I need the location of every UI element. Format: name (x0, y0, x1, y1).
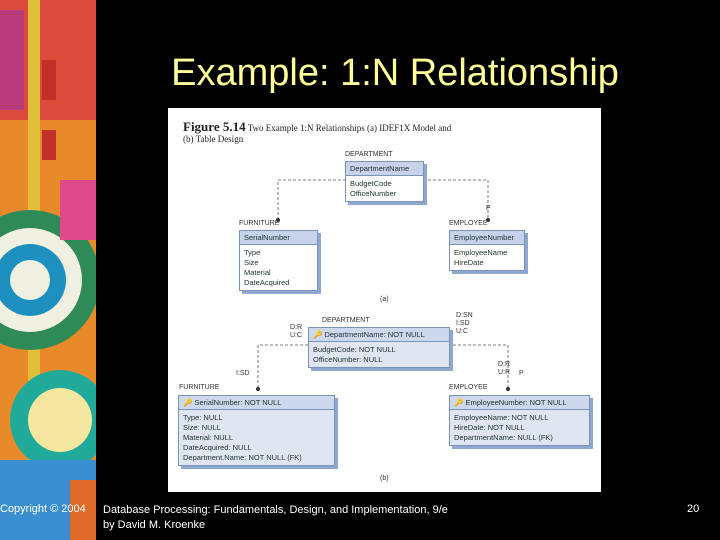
idef-furniture-label: FURNITURE (239, 220, 280, 227)
tb-furniture-attr: Size: NULL (183, 423, 221, 432)
idef-department-key: DepartmentName (346, 162, 423, 176)
tb-employee-attr: DepartmentName: NULL (FK) (454, 433, 553, 442)
tb-department-attr: BudgetCode: NOT NULL (313, 345, 396, 354)
tb-employee-entity: 🔑 EmployeeNumber: NOT NULL EmployeeName:… (449, 395, 590, 446)
tb-employee-attr: HireDate: NOT NULL (454, 423, 525, 432)
tb-department-label: DEPARTMENT (322, 317, 370, 324)
tb-furniture-key-text: SerialNumber: NOT NULL (194, 398, 282, 407)
idef-furniture-attr: Type (244, 248, 261, 257)
tb-p-label: P (519, 370, 524, 377)
idef-furniture-key: SerialNumber (240, 231, 317, 245)
book-citation: Database Processing: Fundamentals, Desig… (103, 503, 448, 533)
tb-employee-attr: EmployeeName: NOT NULL (454, 413, 549, 422)
idef-employee-attr: HireDate (454, 258, 484, 267)
page-number: 20 (687, 503, 700, 515)
figure-caption-line2: (b) Table Design (183, 134, 244, 144)
figure-panel: Figure 5.14 Two Example 1:N Relationship… (168, 108, 601, 492)
figure-number: Figure 5.14 (183, 119, 246, 134)
figure-caption: Figure 5.14 Two Example 1:N Relationship… (183, 119, 452, 145)
tb-department-attr: OfficeNumber: NULL (313, 355, 383, 364)
idef-furniture-attr: Material (244, 268, 271, 277)
idef-furniture-attr: Size (244, 258, 259, 267)
relationship-lines (256, 179, 510, 391)
idef-p-label: P (486, 205, 491, 212)
tb-furniture-key: 🔑 SerialNumber: NOT NULL (179, 396, 334, 410)
tb-furniture-entity: 🔑 SerialNumber: NOT NULL Type: NULL Size… (178, 395, 335, 466)
tb-employee-label: EMPLOYEE (449, 384, 488, 391)
tb-furniture-attr: DateAcquired: NULL (183, 443, 252, 452)
tb-employee-notes: D:R U:R (498, 361, 511, 376)
idef-department-attr: BudgetCode (350, 179, 392, 188)
tb-department-entity: 🔑 DepartmentName: NOT NULL BudgetCode: N… (308, 327, 450, 368)
tb-employee-key-text: EmployeeNumber: NOT NULL (465, 398, 567, 407)
decorative-artwork (0, 0, 96, 540)
idef-furniture-entity: SerialNumber Type Size Material DateAcqu… (239, 230, 318, 291)
idef-employee-key: EmployeeNumber (450, 231, 524, 245)
idef-department-label: DEPARTMENT (345, 151, 393, 158)
tb-department-key-text: DepartmentName: NOT NULL (324, 330, 425, 339)
key-icon: 🔑 (183, 398, 193, 407)
part-a-label: (a) (380, 296, 389, 303)
tb-furniture-attr: Material: NULL (183, 433, 234, 442)
tb-employee-key: 🔑 EmployeeNumber: NOT NULL (450, 396, 589, 410)
copyright-text: Copyright © 2004 (0, 503, 86, 515)
key-icon: 🔑 (313, 330, 323, 339)
tb-furniture-attr: Department.Name: NOT NULL (FK) (183, 453, 302, 462)
tb-department-right-notes: D:SN I:SD U:C (456, 312, 473, 335)
tb-furniture-attr: Type: NULL (183, 413, 223, 422)
tb-department-key: 🔑 DepartmentName: NOT NULL (309, 328, 449, 342)
idef-department-attr: OfficeNumber (350, 189, 397, 198)
slide-title: Example: 1:N Relationship (171, 52, 619, 94)
idef-employee-attr: EmployeeName (454, 248, 508, 257)
book-title: Database Processing: Fundamentals, Desig… (103, 504, 448, 516)
idef-department-entity: DepartmentName BudgetCode OfficeNumber (345, 161, 424, 202)
tb-furniture-notes: I:SD (236, 370, 250, 377)
idef-employee-entity: EmployeeNumber EmployeeName HireDate (449, 230, 525, 271)
idef-furniture-attr: DateAcquired (244, 278, 290, 287)
tb-department-left-notes: D:R U:C (290, 324, 303, 339)
book-author: by David M. Kroenke (103, 519, 206, 531)
idef-employee-label: EMPLOYEE (449, 220, 488, 227)
tb-furniture-label: FURNITURE (179, 384, 220, 391)
figure-caption-line1: Two Example 1:N Relationships (a) IDEF1X… (247, 123, 452, 133)
key-icon: 🔑 (454, 398, 464, 407)
part-b-label: (b) (380, 475, 389, 482)
